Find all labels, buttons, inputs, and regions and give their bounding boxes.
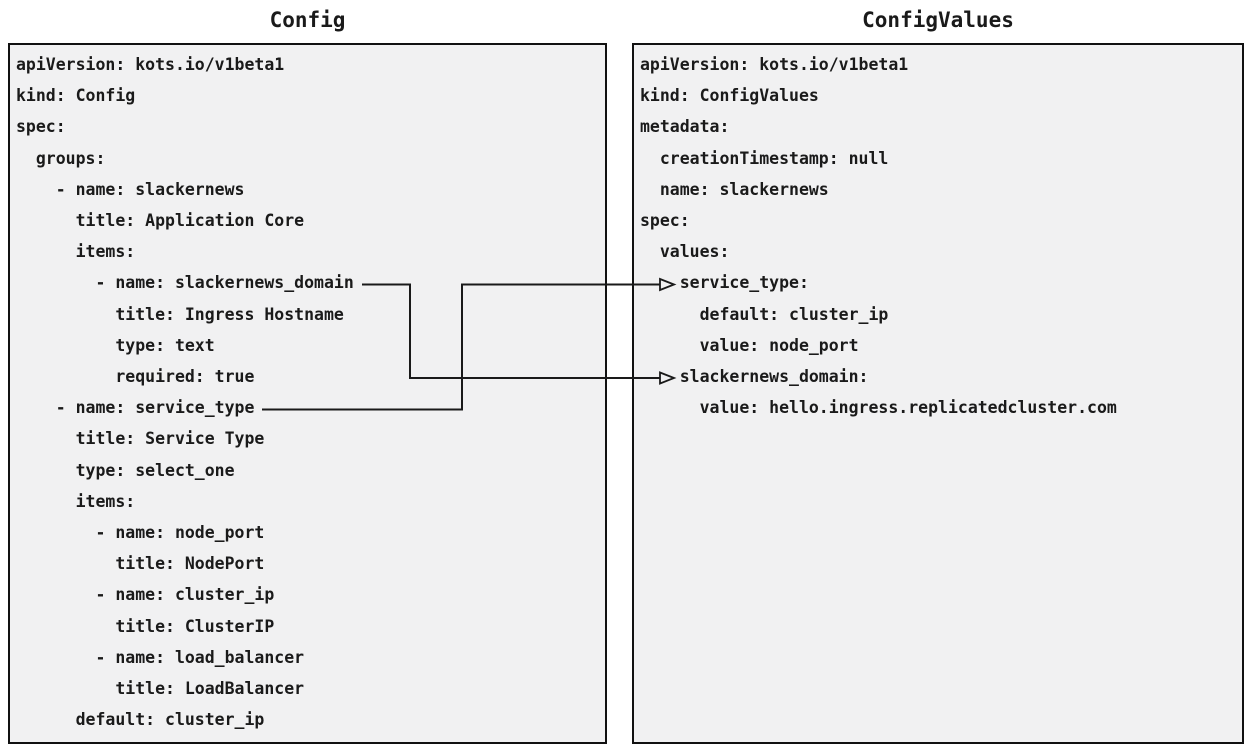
config-yaml-panel: apiVersion: kots.io/v1beta1 kind: Config…	[8, 43, 607, 744]
config-panel-title: Config	[269, 8, 346, 32]
configvalues-panel-title: ConfigValues	[862, 8, 1014, 32]
config-yaml-code: apiVersion: kots.io/v1beta1 kind: Config…	[16, 55, 354, 730]
configvalues-yaml-code: apiVersion: kots.io/v1beta1 kind: Config…	[640, 55, 1117, 418]
configvalues-yaml-panel: apiVersion: kots.io/v1beta1 kind: Config…	[632, 43, 1244, 744]
